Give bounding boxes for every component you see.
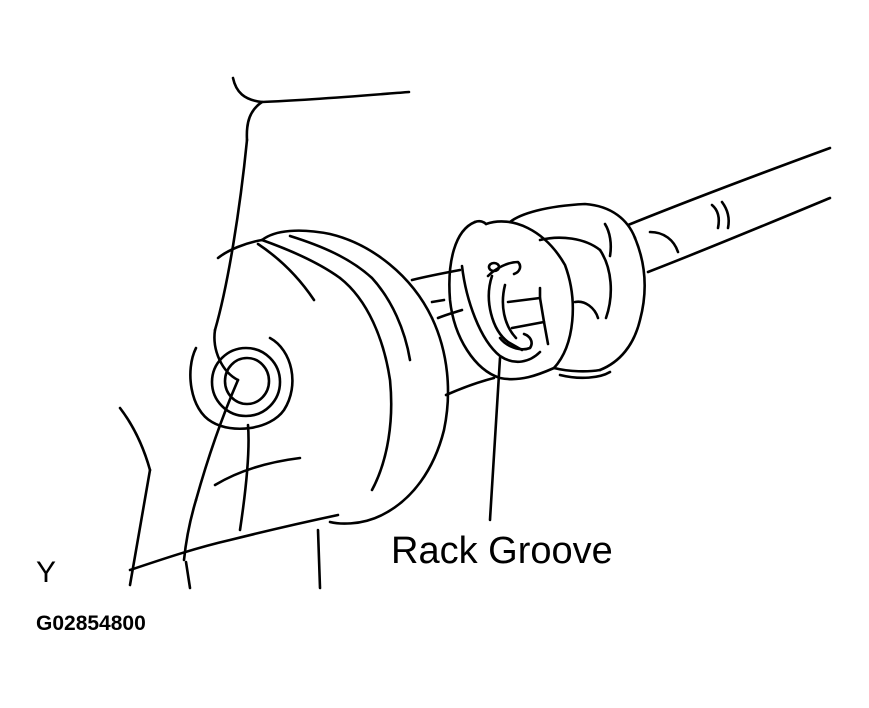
figure-code: G02854800 <box>36 612 146 635</box>
rack-shaft-inner <box>410 268 496 397</box>
callout-label: Rack Groove <box>391 530 613 572</box>
view-letter: Y <box>36 556 57 589</box>
ball-joint <box>448 202 646 381</box>
claw-washer <box>486 260 550 352</box>
housing-boss <box>189 336 294 431</box>
housing-body <box>128 238 340 572</box>
callout-leader-line <box>488 356 502 522</box>
housing-bracket <box>118 76 411 590</box>
tie-rod <box>626 146 832 274</box>
rack-boot <box>256 229 450 525</box>
